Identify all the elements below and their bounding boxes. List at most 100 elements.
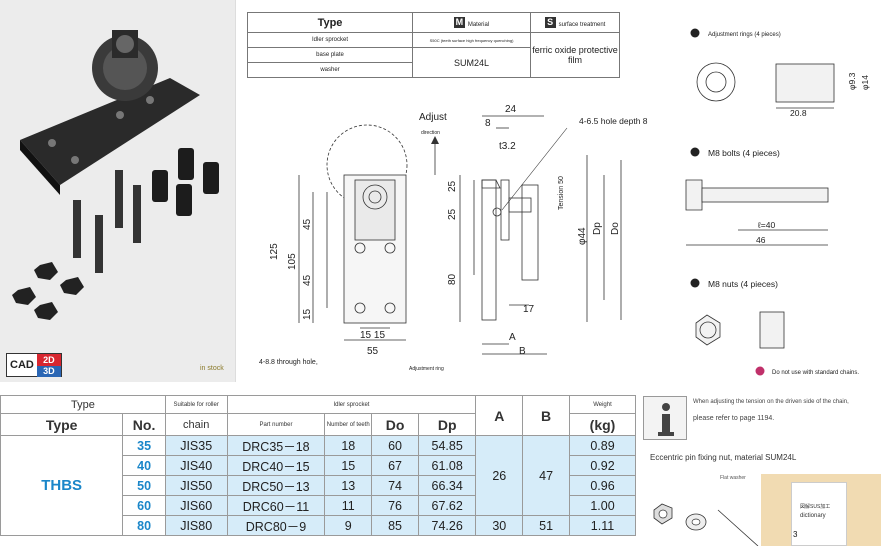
dim-do: Do: [610, 222, 621, 235]
spec-header-a: A: [475, 395, 524, 436]
row-do: 76: [371, 495, 419, 516]
row-no: 60: [122, 495, 166, 516]
row-part: DRC80－9: [226, 515, 326, 536]
last-a: 30: [475, 515, 524, 536]
material-row-idler: Idler sprocket: [247, 32, 413, 48]
flat-washer-label: Flat washer: [720, 475, 746, 481]
spec-header-dp: Dp: [417, 413, 477, 436]
group-b: 47: [522, 435, 570, 516]
row-teeth: 9: [324, 515, 373, 536]
eccentric-pin-illustration: [653, 503, 759, 546]
row-part: DRC40－15: [226, 455, 326, 476]
ring-phi14: φ14: [860, 75, 870, 90]
row-part: DRC35－18: [226, 435, 326, 456]
dim-15: 15: [302, 308, 313, 320]
row-dp: 61.08: [417, 455, 477, 476]
book-title: 図解SUS加工: [800, 504, 831, 510]
dim-dp: Dp: [592, 222, 603, 235]
row-teeth: 11: [324, 495, 373, 516]
cad-label: CAD: [10, 359, 34, 371]
row-do: 74: [371, 475, 419, 496]
through-hole-label: 4-8.8 through hole,: [259, 359, 318, 366]
row-part: DRC50－13: [226, 475, 326, 496]
table-row: 40 JIS40 DRC40－15 15 67 61.08 0.92: [1, 455, 637, 476]
spec-header-chain: chain: [164, 413, 228, 436]
dim-45a: 45: [302, 218, 313, 230]
spec-header-kg: (kg): [568, 413, 637, 436]
product-photo-illustration: [12, 30, 219, 320]
row-no: 50: [122, 475, 166, 496]
dim-25a: 25: [447, 180, 458, 192]
last-b: 51: [522, 515, 570, 536]
row-dp: 74.26: [417, 515, 477, 536]
row-no: 35: [122, 435, 166, 456]
dim-105: 105: [287, 253, 298, 270]
bolts-label: M8 bolts (4 pieces): [708, 148, 780, 158]
material-idler-note: S50C (teeth surface high frequency quenc…: [412, 32, 531, 48]
row-chain: JIS50: [164, 475, 228, 496]
surface-value: ferric oxide protective film: [530, 32, 620, 78]
table-row: 60 JIS60 DRC60－11 11 76 67.62 1.00: [1, 495, 637, 516]
table-row: 80 JIS80 DRC80－9 9 85 74.26 30 51 1.11: [1, 515, 637, 536]
material-m-icon: M: [453, 17, 465, 29]
bolt-46: 46: [756, 235, 766, 245]
book-subtitle: dictionary: [800, 513, 826, 519]
info-line-2: please refer to page 1194.: [693, 415, 775, 422]
ring-phi93: φ9.3: [847, 72, 857, 90]
rings-label: Adjustment rings (4 pieces): [708, 32, 781, 38]
spec-header-do: Do: [371, 413, 419, 436]
table-row: 50 JIS50 DRC50－13 13 74 66.34 0.96: [1, 475, 637, 496]
spec-header-suitable: Suitable for roller: [164, 395, 228, 414]
technical-drawing: Adjust direction 4-6.5 hole depth 8 4-8.…: [259, 104, 648, 372]
info-icon: [643, 396, 687, 440]
type-thbs: THBS: [0, 435, 124, 536]
table-row: THBS 35 JIS35 DRC35－18 18 60 54.85 26 47…: [0, 435, 637, 536]
tension-label: Tension 50: [558, 176, 565, 210]
spec-header-no: No.: [122, 413, 166, 436]
book-thumbnail: 図解SUS加工 dictionary 3: [761, 474, 881, 546]
dim-phi44: φ44: [577, 227, 588, 245]
row-weight: 0.89: [568, 435, 637, 456]
dim-125: 125: [269, 243, 280, 260]
dim-55: 55: [367, 346, 379, 357]
row-weight: 1.00: [568, 495, 637, 516]
bolt-l: ℓ=40: [757, 220, 775, 230]
dim-45b: 45: [302, 274, 313, 286]
direction-label: direction: [421, 130, 440, 136]
dim-25b: 25: [447, 208, 458, 220]
spec-header-type-small: Type: [0, 395, 166, 414]
spec-header-idler: Idler sprocket: [226, 395, 477, 414]
product-photo: CAD 2D 3D in stock: [0, 0, 236, 382]
row-weight: 0.92: [568, 455, 637, 476]
cad-3d-label[interactable]: 3D: [36, 366, 61, 377]
dim-8: 8: [485, 118, 491, 129]
warning-label: Do not use with standard chains.: [772, 370, 859, 376]
row-teeth: 15: [324, 455, 373, 476]
row-part: DRC60－11: [226, 495, 326, 516]
cad-badge[interactable]: CAD 2D 3D: [6, 353, 62, 377]
adjustment-ring-label: Adjustment ring: [409, 366, 444, 372]
dim-17: 17: [523, 304, 535, 315]
side-parts-drawing: Adjustment rings (4 pieces) φ9.3 φ14 20.…: [685, 28, 870, 376]
spec-header-partno: Part number: [226, 413, 326, 436]
row-dp: 54.85: [417, 435, 477, 456]
spec-header-teeth: Number of teeth: [324, 413, 373, 436]
cad-2d-label[interactable]: 2D: [36, 354, 61, 366]
dim-t32: t3.2: [499, 141, 516, 152]
row-dp: 66.34: [417, 475, 477, 496]
group-a: 26: [475, 435, 524, 516]
material-col-type: Type: [247, 12, 413, 33]
row-chain: JIS60: [164, 495, 228, 516]
row-teeth: 13: [324, 475, 373, 496]
info-note: When adjusting the tension on the driven…: [643, 396, 878, 446]
book-page: 図解SUS加工 dictionary: [791, 482, 847, 546]
spec-header-weight: Weight: [568, 395, 637, 414]
row-chain: JIS40: [164, 455, 228, 476]
row-no: 40: [122, 455, 166, 476]
nuts-label: M8 nuts (4 pieces): [708, 279, 778, 289]
row-do: 67: [371, 455, 419, 476]
row-weight: 1.11: [568, 515, 637, 536]
ring-length: 20.8: [790, 108, 807, 118]
